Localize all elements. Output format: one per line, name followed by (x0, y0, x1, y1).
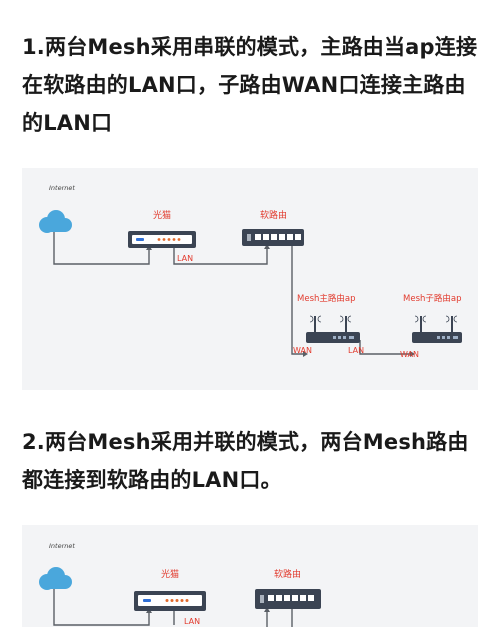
antenna-icon (451, 316, 453, 332)
router-device (242, 229, 304, 246)
heading-line: 的LAN口 (22, 111, 113, 135)
lan-label: LAN (184, 617, 200, 626)
cloud-icon (39, 210, 72, 233)
antenna-icon (345, 316, 347, 332)
parallel-topology-diagram: Internet 光猫 LAN 软路由 (22, 525, 478, 627)
router-label: 软路由 (260, 209, 287, 221)
heading-line: 2.两台Mesh采用并联的模式，两台Mesh路由 (22, 430, 469, 454)
modem-label: 光猫 (161, 568, 179, 580)
section-1-heading: 1.两台Mesh采用串联的模式，主路由当ap连接 在软路由的LAN口，子路由WA… (22, 28, 482, 142)
main-mesh-label: Mesh主路由ap (297, 293, 355, 304)
modem-label: 光猫 (153, 209, 171, 221)
section-2-heading: 2.两台Mesh采用并联的模式，两台Mesh路由 都连接到软路由的LAN口。 (22, 423, 482, 499)
sub-mesh-label: Mesh子路由ap (403, 293, 461, 304)
cloud-icon (39, 567, 72, 590)
lan-label: LAN (348, 346, 364, 355)
router-device (255, 589, 321, 609)
arrow-up-icon (264, 607, 270, 612)
arrow-right-icon (410, 351, 415, 357)
diagram-1-svg: Internet 光猫 LAN (39, 184, 462, 359)
diagram-2-svg: Internet 光猫 LAN 软路由 (39, 542, 321, 627)
modem-device (134, 591, 206, 611)
line-modem-router (173, 246, 268, 265)
arrow-up-icon (264, 244, 270, 249)
router-label: 软路由 (274, 568, 301, 580)
arrow-right-icon (303, 351, 308, 357)
connection-lines (53, 232, 413, 355)
wan-label: WAN (293, 346, 312, 355)
antenna-icon (314, 316, 316, 332)
line-main-sub-mesh (359, 340, 413, 355)
heading-line: 都连接到软路由的LAN口。 (22, 468, 282, 492)
series-topology-diagram: Internet 光猫 LAN (22, 168, 478, 390)
wan-label: WAN (400, 350, 419, 359)
antenna-icon (420, 316, 422, 332)
heading-line: 1.两台Mesh采用串联的模式，主路由当ap连接 (22, 35, 478, 59)
modem-device (128, 231, 196, 248)
heading-line: 在软路由的LAN口，子路由WAN口连接主路由 (22, 73, 466, 97)
line-internet-modem (53, 589, 150, 626)
main-mesh-device (306, 315, 360, 343)
internet-label: Internet (49, 184, 75, 192)
sub-mesh-device (412, 315, 462, 343)
line-router-main-mesh (291, 246, 306, 355)
lan-label: LAN (177, 254, 193, 263)
line-internet-modem (53, 232, 150, 265)
internet-label: Internet (49, 542, 75, 550)
